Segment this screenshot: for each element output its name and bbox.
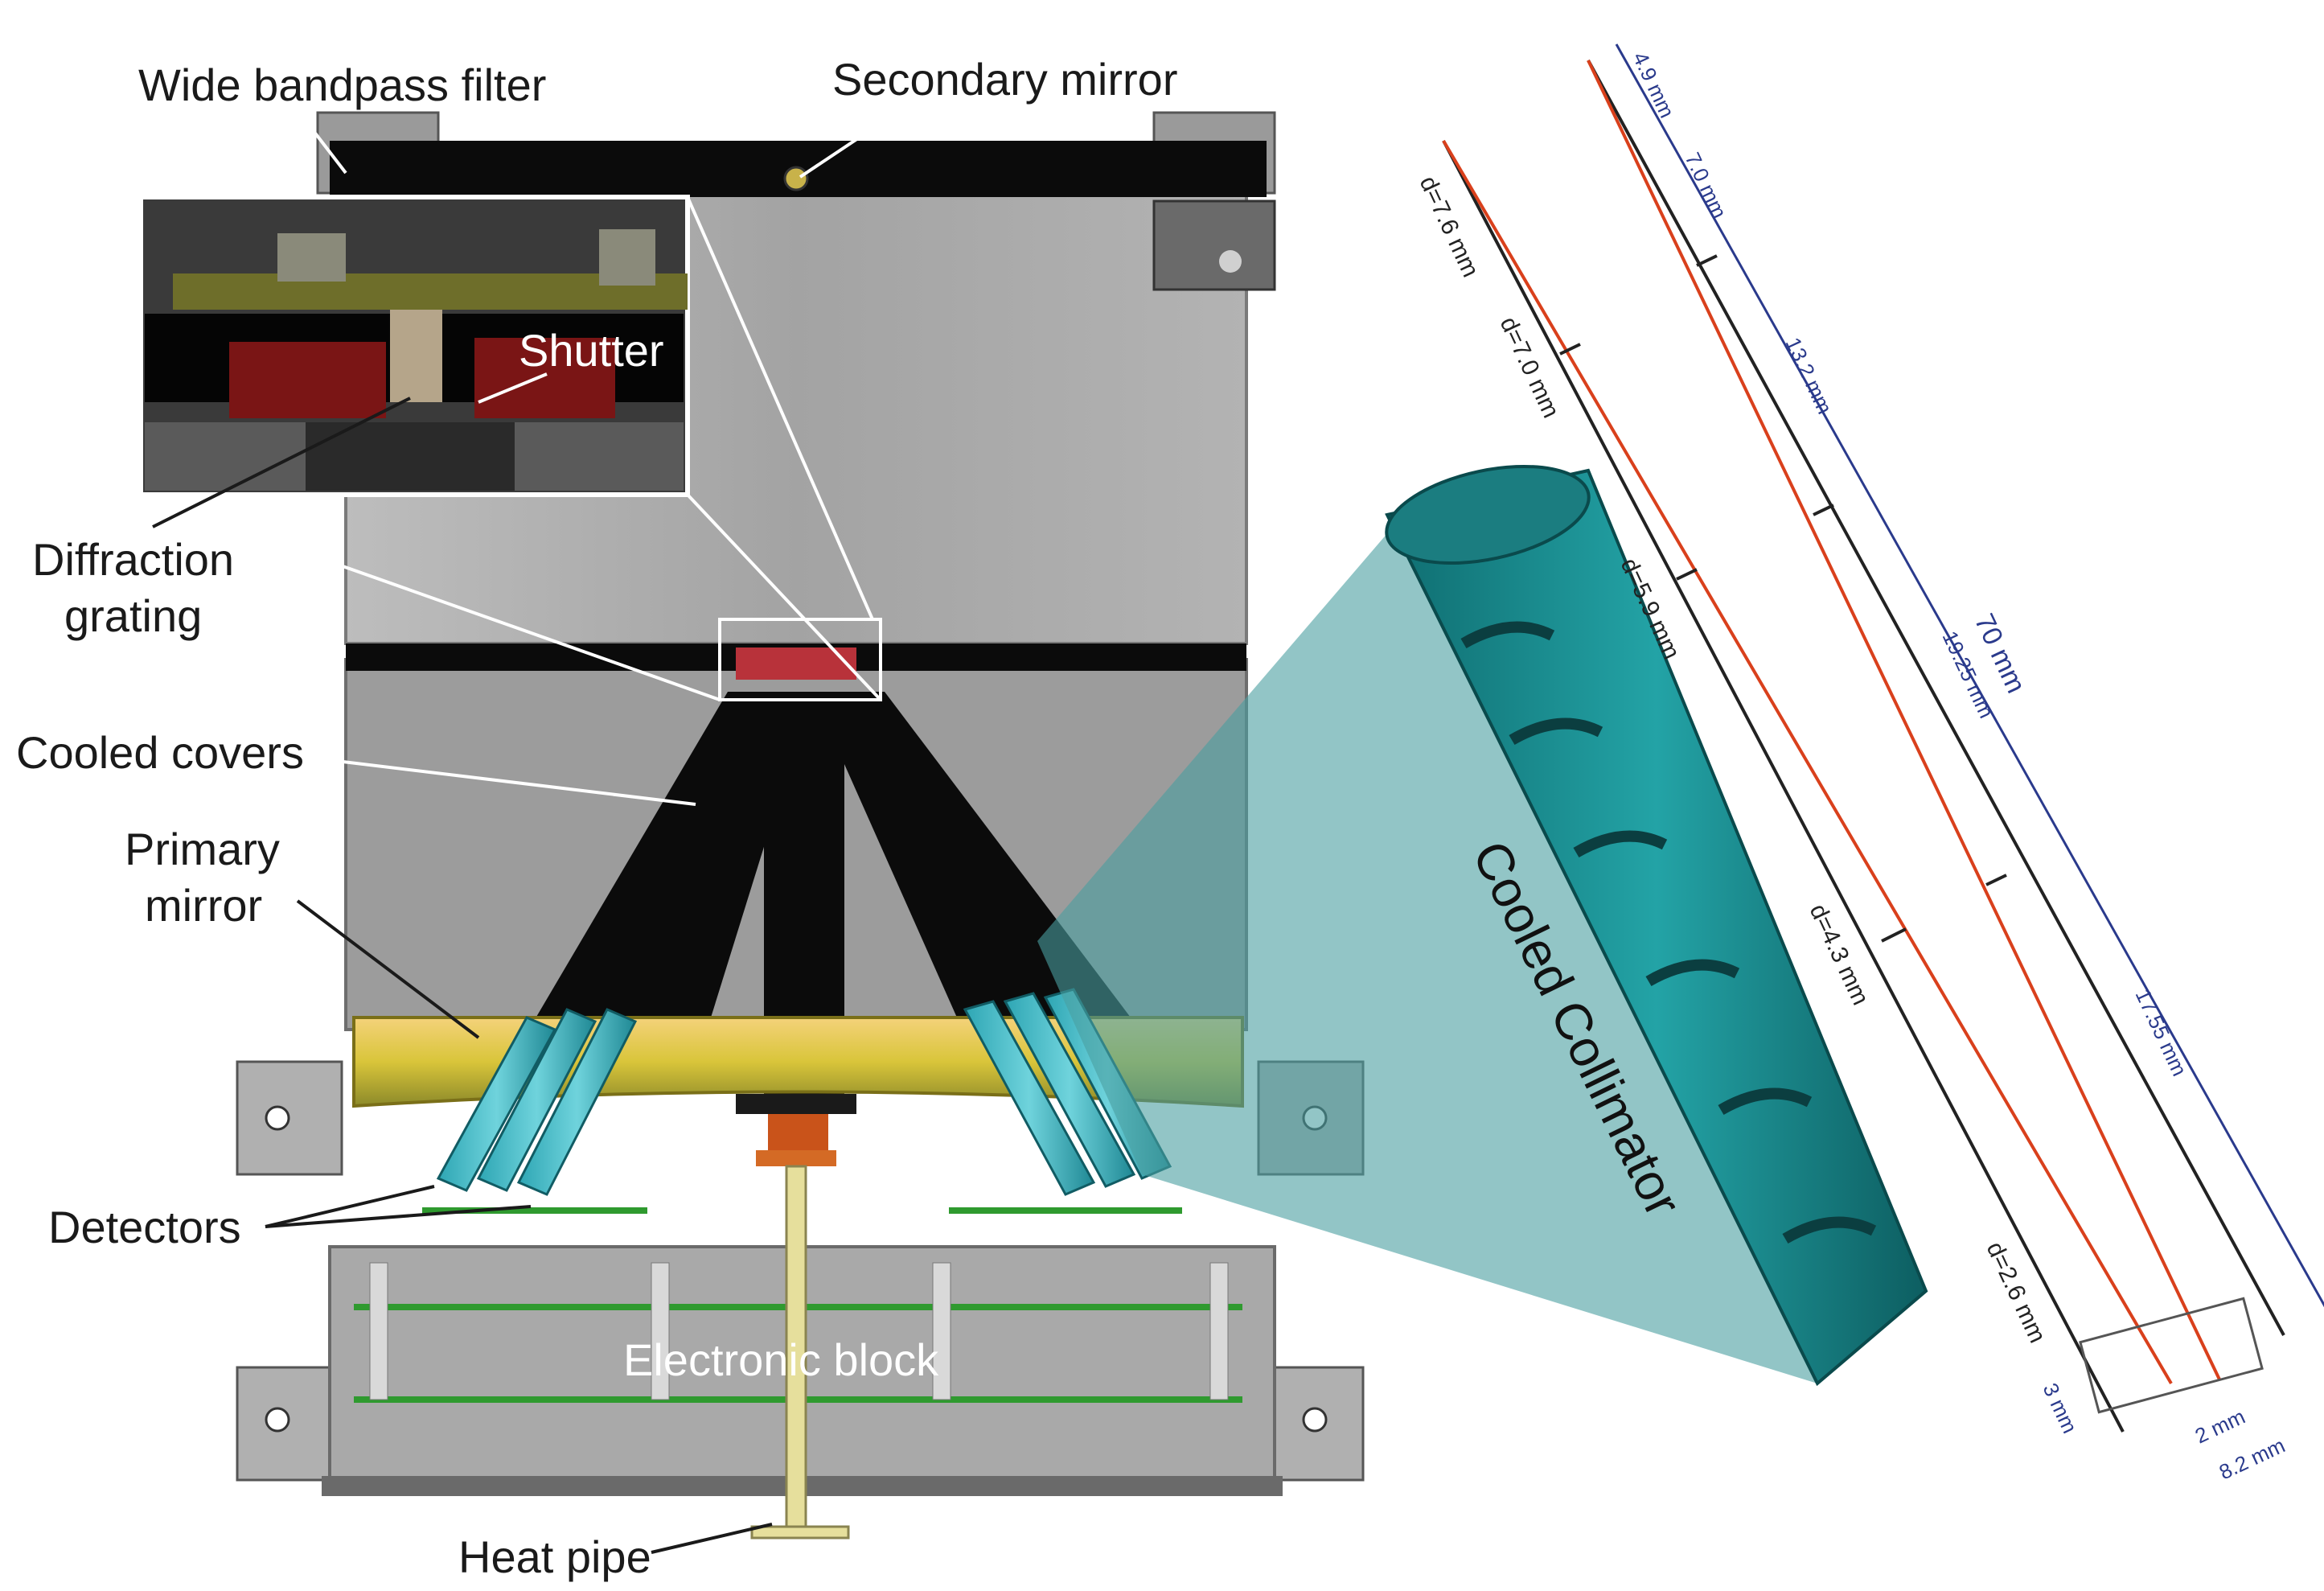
dim-label-17-55mm: 17.55 mm [2131, 985, 2192, 1079]
tick-3 [1881, 927, 1907, 943]
label-detectors: Detectors [48, 1202, 241, 1252]
leader-primary-mirror [296, 899, 480, 1039]
inset-shaft [390, 310, 442, 402]
label-shutter: Shutter [519, 325, 664, 376]
tick-4 [1696, 254, 1718, 267]
central-orange-part [768, 1114, 828, 1154]
detector-right-1 [963, 1000, 1096, 1196]
label-primary-line2: mirror [145, 880, 262, 931]
dim-label-2mm: 2 mm [2191, 1404, 2249, 1449]
label-heat-pipe: Heat pipe [458, 1531, 651, 1582]
cooled-cover-left [515, 692, 812, 1054]
inset-mount-block [277, 233, 346, 282]
detectors-left [436, 1008, 638, 1196]
tick-1 [1559, 343, 1581, 356]
standoff-4 [1209, 1262, 1229, 1400]
zoom-line-2 [140, 493, 721, 701]
left-mid-bracket [236, 1060, 343, 1176]
label-primary-line1: Primary [125, 824, 280, 874]
profile-line-outer-right [1587, 60, 2285, 1336]
baffle-1 [1460, 621, 1555, 649]
label-diffraction-line2: grating [64, 590, 202, 641]
tick-5 [1813, 504, 1834, 516]
left-low-bolt [265, 1407, 290, 1433]
central-orange-base [756, 1150, 836, 1166]
tick-2 [1676, 568, 1698, 581]
leader-lines [152, 119, 886, 1554]
inset-red-right [474, 338, 615, 418]
profile-line-outer-left [1442, 140, 2125, 1433]
dim-label-7-0mm: 7.0 mm [1681, 149, 1732, 222]
left-mid-bolt [265, 1105, 290, 1131]
central-flange [736, 1094, 856, 1114]
detector-left-3 [516, 1008, 638, 1196]
zoom-target-box [718, 618, 882, 701]
heat-pipe [785, 1165, 807, 1530]
leader-detectors-1 [265, 1185, 435, 1228]
baffle-6 [1782, 1216, 1877, 1244]
standoff-2 [651, 1262, 670, 1400]
left-low-bracket [236, 1366, 343, 1482]
baffle-4 [1645, 959, 1740, 987]
tick-6 [1985, 874, 2007, 886]
right-low-bolt [1302, 1407, 1328, 1433]
collimator-projection-cone [1037, 515, 1817, 1383]
detector-right-2 [1003, 992, 1136, 1188]
baffle-5 [1718, 1087, 1813, 1116]
baffle-2 [1509, 717, 1603, 746]
detector-left-1 [436, 1016, 557, 1192]
leader-diffraction-grating [152, 397, 411, 528]
diam-label-7-6mm: d=7.6 mm [1415, 172, 1484, 282]
dim-label-4-9mm: 4.9 mm [1628, 48, 1680, 121]
label-electronic-block: Electronic block [623, 1334, 939, 1385]
ray-line-left [1442, 139, 2173, 1385]
diam-label-4-3mm: d=4.3 mm [1805, 900, 1874, 1009]
inset-screw-block [599, 229, 655, 286]
detector-left-2 [476, 1008, 597, 1192]
zoom-line-1 [686, 196, 874, 620]
baffle-3 [1573, 830, 1668, 858]
standoff-1 [369, 1262, 388, 1400]
zoom-line-3 [686, 493, 882, 701]
leader-shutter [478, 372, 548, 404]
leader-cooled-covers [329, 758, 696, 806]
zoom-inset [138, 195, 882, 701]
dim-label-3mm: 3 mm [2039, 1379, 2083, 1437]
inset-bottom-dark [306, 422, 515, 491]
collimator-top-opening [1385, 464, 1591, 565]
leader-secondary-mirror [799, 119, 886, 179]
right-upper-block [1152, 199, 1276, 291]
leader-heat-pipe [651, 1523, 773, 1554]
detector-box-schematic [2079, 1297, 2264, 1414]
grating-mount [736, 648, 856, 680]
heat-pipe-foot [750, 1525, 850, 1540]
label-diffraction-line1: Diffraction [32, 534, 234, 585]
dim-label-13-2mm: 13.2 mm [1781, 334, 1837, 417]
callout-labels: Wide bandpass filter Secondary mirror Sh… [16, 54, 1177, 1582]
right-upper-bolt [1219, 250, 1242, 273]
inset-red-left [229, 342, 386, 418]
dim-label-8-2mm: 8.2 mm [2215, 1433, 2289, 1485]
label-cooled-covers: Cooled covers [16, 727, 304, 778]
secondary-mirror-part [783, 166, 809, 191]
diam-label-2-6mm: d=2.6 mm [1981, 1238, 2051, 1347]
leader-wide-bandpass-filter [304, 119, 347, 175]
dim-line-main [1615, 43, 2324, 1308]
instrument-body [236, 111, 1365, 1540]
ray-line-right [1587, 60, 2221, 1380]
label-secondary-mirror: Secondary mirror [832, 54, 1177, 105]
leader-detectors-2 [265, 1205, 532, 1228]
standoff-3 [932, 1262, 951, 1400]
collimator-schematic [1442, 43, 2324, 1433]
label-wide-bandpass-filter: Wide bandpass filter [138, 60, 546, 110]
